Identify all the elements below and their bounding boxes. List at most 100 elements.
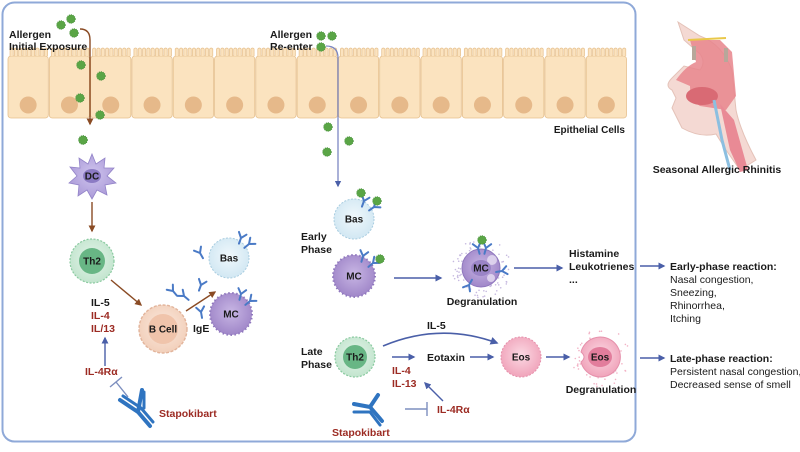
svg-text:Early: Early <box>301 231 327 243</box>
svg-text:Late: Late <box>301 346 323 358</box>
svg-text:Bas: Bas <box>345 215 364 226</box>
granule <box>505 254 508 257</box>
granule <box>461 252 463 255</box>
granule <box>598 330 601 333</box>
granule <box>459 254 461 256</box>
svg-text:Initial Exposure: Initial Exposure <box>9 41 87 53</box>
granule <box>624 370 627 372</box>
microvilli <box>257 47 296 56</box>
microvilli <box>92 47 131 56</box>
cell-nucleus <box>60 96 78 114</box>
granule <box>604 378 606 380</box>
granule <box>497 284 500 286</box>
late-phase-label: Late Phase <box>301 346 332 371</box>
granule <box>485 290 487 293</box>
il5-label-late: IL-5 <box>427 320 446 332</box>
il4ra-label-late: IL-4Rα <box>437 404 470 416</box>
cell-nucleus <box>184 96 202 114</box>
granule <box>578 360 581 362</box>
cell-nucleus <box>226 96 244 114</box>
cell-nucleus <box>308 96 326 114</box>
svg-text:IL-5: IL-5 <box>91 297 110 309</box>
granule <box>613 382 616 384</box>
granule <box>589 376 591 378</box>
granule <box>574 357 577 360</box>
epithelial-cells-label: Epithelial Cells <box>554 125 626 136</box>
svg-text:Eos: Eos <box>591 353 610 364</box>
microvilli <box>9 47 48 56</box>
th2-cell-initial: Th2 <box>69 238 115 284</box>
cytokines-initial: IL-5 IL-4 IL/13 <box>91 297 115 335</box>
granule <box>577 368 580 370</box>
granule <box>573 366 575 369</box>
svg-text:Early-phase reaction:: Early-phase reaction: <box>670 261 777 273</box>
svg-text:Persistent nasal congestion,: Persistent nasal congestion, <box>670 366 800 378</box>
granule <box>621 362 623 365</box>
granule <box>469 242 472 244</box>
bcell-to-granulocytes-arrow <box>185 291 217 312</box>
granule <box>499 286 502 289</box>
granule <box>458 271 460 273</box>
cell-nucleus <box>102 96 120 114</box>
granule <box>578 356 580 358</box>
th2-to-bcell-arrow <box>110 279 143 306</box>
il4ra-label-initial: IL-4Rα <box>85 366 118 378</box>
svg-text:IL/13: IL/13 <box>91 323 115 335</box>
microvilli <box>133 47 172 56</box>
granule <box>614 378 617 381</box>
granule <box>505 281 508 283</box>
svg-text:Itching: Itching <box>670 313 701 325</box>
nasal-anatomy-illustration <box>667 20 757 172</box>
granule <box>495 289 498 292</box>
granule <box>482 295 484 298</box>
svg-text:MC: MC <box>473 264 489 275</box>
granule <box>620 350 622 352</box>
seasonal-allergic-rhinitis-label: Seasonal Allergic Rhinitis <box>653 164 782 176</box>
cell-nucleus <box>432 96 450 114</box>
granule <box>579 363 582 365</box>
granule <box>496 282 499 284</box>
svg-text:Bas: Bas <box>220 254 239 265</box>
granule <box>457 260 460 263</box>
svg-text:...: ... <box>569 274 578 286</box>
mediators-list: Histamine Leukotrienes ... <box>569 248 635 286</box>
svg-text:Th2: Th2 <box>83 257 101 268</box>
granule <box>459 267 462 270</box>
cell-nucleus <box>350 96 368 114</box>
th2-cell-late: Th2 <box>334 336 376 378</box>
granule <box>475 291 478 294</box>
granule <box>624 343 627 346</box>
granule <box>494 293 497 295</box>
svg-text:Late-phase reaction:: Late-phase reaction: <box>670 353 773 365</box>
granule <box>600 330 603 333</box>
svg-text:Decreased sense of smell: Decreased sense of smell <box>670 379 791 391</box>
mast-cell-initial: MC <box>209 287 258 336</box>
granule <box>595 383 598 385</box>
degranulation-label-eos: Degranulation <box>566 384 637 396</box>
basophil-initial: Bas <box>208 230 257 279</box>
granule <box>577 365 579 367</box>
microvilli <box>587 47 627 56</box>
eosinophil-degranulating: Eos <box>573 330 629 388</box>
granule <box>617 333 620 335</box>
granule <box>498 253 500 256</box>
svg-text:Eos: Eos <box>512 353 531 364</box>
granule <box>578 349 580 352</box>
granule <box>461 260 463 262</box>
microvilli <box>381 47 420 56</box>
granule <box>577 363 579 365</box>
granule <box>577 347 579 349</box>
granule <box>507 256 510 258</box>
stapokibart-antibody-initial <box>118 388 155 428</box>
granule <box>483 289 485 292</box>
allergen-reenter-label: Allergen Re-enter <box>270 29 313 53</box>
mast-cell-early: MC <box>332 249 385 298</box>
granule <box>601 384 603 387</box>
inhibition-line-late <box>405 402 428 416</box>
granule <box>454 268 457 271</box>
svg-text:B Cell: B Cell <box>149 325 178 336</box>
granule <box>497 277 500 279</box>
early-phase-label: Early Phase <box>301 231 332 256</box>
early-phase-reaction: Early-phase reaction: Nasal congestion, … <box>670 261 777 325</box>
